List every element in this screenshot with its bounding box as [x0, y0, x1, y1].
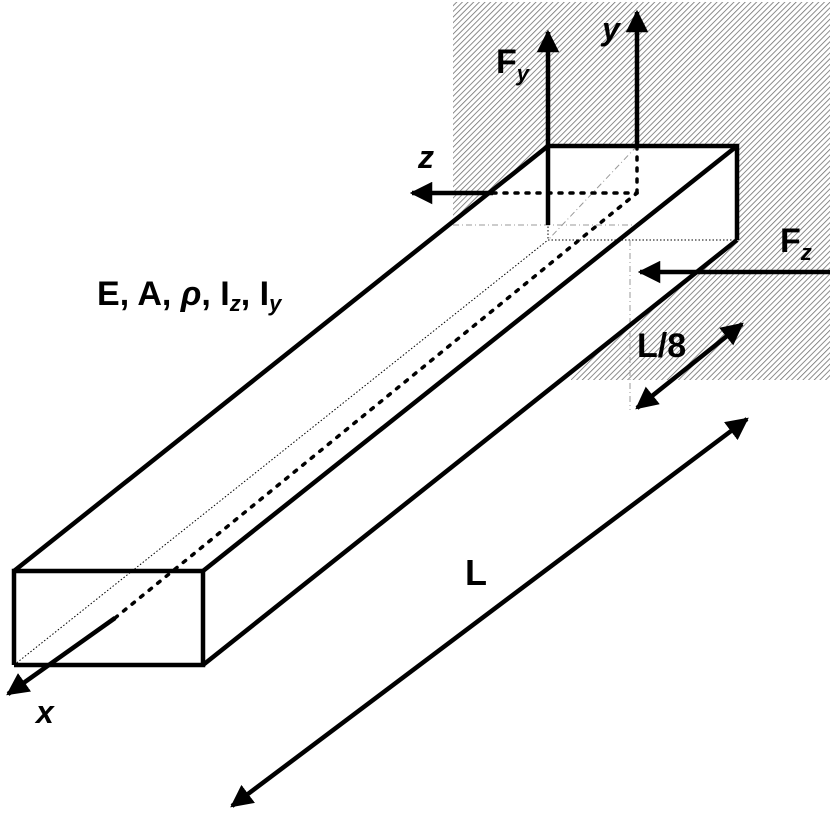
centroid-axis — [113, 191, 639, 620]
axis-z-label: z — [417, 139, 434, 175]
offset-label: L/8 — [637, 327, 686, 365]
axis-x-arrow — [6, 616, 117, 696]
material-properties-label: E, A, ρ, Iz, Iy — [97, 275, 283, 316]
beam-near-end-clear — [14, 571, 203, 665]
dash-dot-guides — [453, 145, 638, 410]
force-y-label: Fy — [496, 43, 531, 86]
offset-dimension-arrow — [635, 322, 744, 410]
beam-top-face-clear — [14, 146, 737, 571]
force-z-label: Fz — [780, 222, 812, 265]
length-label: L — [465, 552, 487, 593]
axis-y-label: y — [600, 11, 622, 47]
axis-x-label: x — [34, 694, 55, 730]
length-dimension-arrow — [230, 417, 749, 808]
